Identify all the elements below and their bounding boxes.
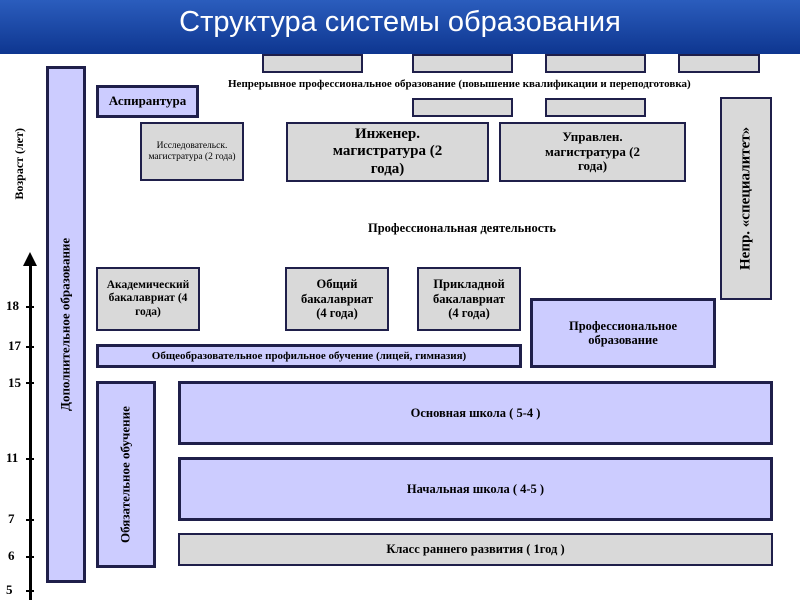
age-label-11: 11 — [6, 450, 19, 465]
age-axis-arrowhead — [23, 252, 37, 266]
specialist-box: Непр. «специалитет» — [720, 97, 772, 300]
professional-activity-label: Профессиональная деятельность — [368, 221, 557, 235]
continuous-education-label: Непрерывное профессиональное образование… — [228, 78, 691, 90]
additional-education-box: Дополнительное образование — [46, 66, 86, 583]
top-bar-5 — [412, 98, 513, 117]
age-label-15: 15 — [8, 375, 21, 390]
top-bar-6 — [545, 98, 646, 117]
primary-school-box: Начальная школа ( 4-5 ) — [178, 457, 773, 521]
age-axis-label: Возраст (лет) — [12, 128, 26, 200]
top-bar-2 — [412, 54, 513, 73]
age-tick-5 — [26, 590, 34, 592]
age-label-7: 7 — [8, 511, 15, 526]
age-tick-17 — [26, 346, 34, 348]
title-bar: Структура системы образования — [0, 0, 800, 54]
age-tick-15 — [26, 382, 34, 384]
academic-bachelor-box: Академический бакалавриат (4 года) — [96, 267, 200, 331]
age-tick-7 — [26, 519, 34, 521]
profile-school-box: Общеобразовательное профильное обучение … — [96, 344, 522, 368]
age-label-5: 5 — [6, 582, 13, 597]
mandatory-education-box: Обязательное обучение — [96, 381, 156, 568]
engineer-master-box: Инженер. магистратура (2 года) — [286, 122, 489, 182]
applied-bachelor-box: Прикладной бакалавриат (4 года) — [417, 267, 521, 331]
aspirantura-box: Аспирантура — [96, 85, 199, 118]
early-development-box: Класс раннего развития ( 1год ) — [178, 533, 773, 566]
professional-education-box: Профессиональное образование — [530, 298, 716, 368]
top-bar-1 — [262, 54, 363, 73]
general-bachelor-box: Общий бакалавриат (4 года) — [285, 267, 389, 331]
age-label-17: 17 — [8, 338, 21, 353]
age-tick-18 — [26, 306, 34, 308]
basic-school-box: Основная школа ( 5-4 ) — [178, 381, 773, 445]
age-label-6: 6 — [8, 548, 15, 563]
age-tick-11 — [26, 458, 34, 460]
age-axis-line — [29, 262, 32, 600]
top-bar-4 — [678, 54, 760, 73]
age-label-18: 18 — [6, 298, 19, 313]
research-master-box: Исследовательск. магистратура (2 года) — [140, 122, 244, 181]
management-master-box: Управлен. магистратура (2 года) — [499, 122, 686, 182]
page-title: Структура системы образования — [179, 6, 621, 38]
top-bar-3 — [545, 54, 646, 73]
age-tick-6 — [26, 556, 34, 558]
